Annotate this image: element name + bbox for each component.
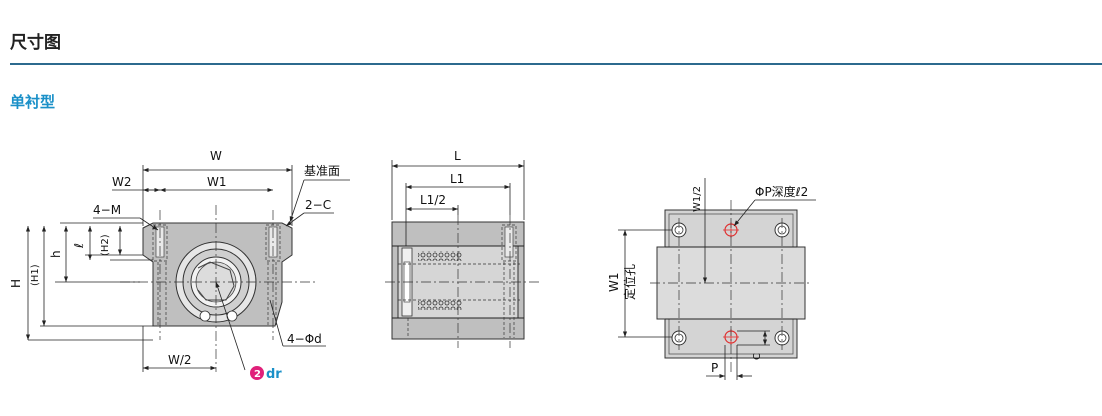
ball-row-bottom (418, 300, 462, 310)
dimension-drawing: W W1 W2 基准面 4−M 2−C (H2) ℓ h (H1) (9, 149, 816, 382)
front-view: W W1 W2 基准面 4−M 2−C (H2) ℓ h (H1) (9, 149, 350, 382)
section-title: 尺寸图 (10, 33, 61, 52)
label-P: P (711, 361, 718, 375)
side-view: L L1 L1/2 (385, 149, 540, 348)
label-W: W (210, 149, 222, 163)
subtitle: 单衬型 (10, 94, 56, 111)
label-W1-top: W1 (607, 273, 621, 293)
label-M: 4−M (93, 203, 121, 217)
label-L1: L1 (450, 172, 464, 186)
label-W-half: W/2 (168, 353, 192, 367)
label-locating: 定位孔 (622, 264, 637, 300)
label-d: 4−Φd (287, 332, 322, 346)
section-divider (10, 63, 1102, 65)
label-H: H (9, 279, 23, 288)
label-L: L (454, 149, 461, 163)
label-W1: W1 (207, 175, 227, 189)
label-H1: (H1) (30, 264, 41, 286)
top-view: W1/2 ΦP深度ℓ2 W1 定位孔 P C (607, 178, 816, 380)
label-W1-half: W1/2 (692, 186, 703, 212)
label-ref-face: 基准面 (304, 164, 340, 178)
ball-row-top (418, 251, 462, 261)
label-C: 2−C (305, 198, 331, 212)
label-P-depth: ΦP深度ℓ2 (755, 184, 808, 199)
label-H2: (H2) (100, 234, 111, 256)
label-C-top: C (752, 353, 763, 360)
dr-badge-icon (250, 366, 264, 380)
label-h: h (49, 250, 63, 258)
label-W2: W2 (112, 175, 132, 189)
label-l: ℓ (72, 243, 86, 249)
label-dr: dr (266, 367, 282, 382)
label-L-half: L1/2 (420, 193, 446, 207)
dr-badge-number: 2 (254, 369, 261, 380)
mount-hole-left (199, 310, 211, 322)
